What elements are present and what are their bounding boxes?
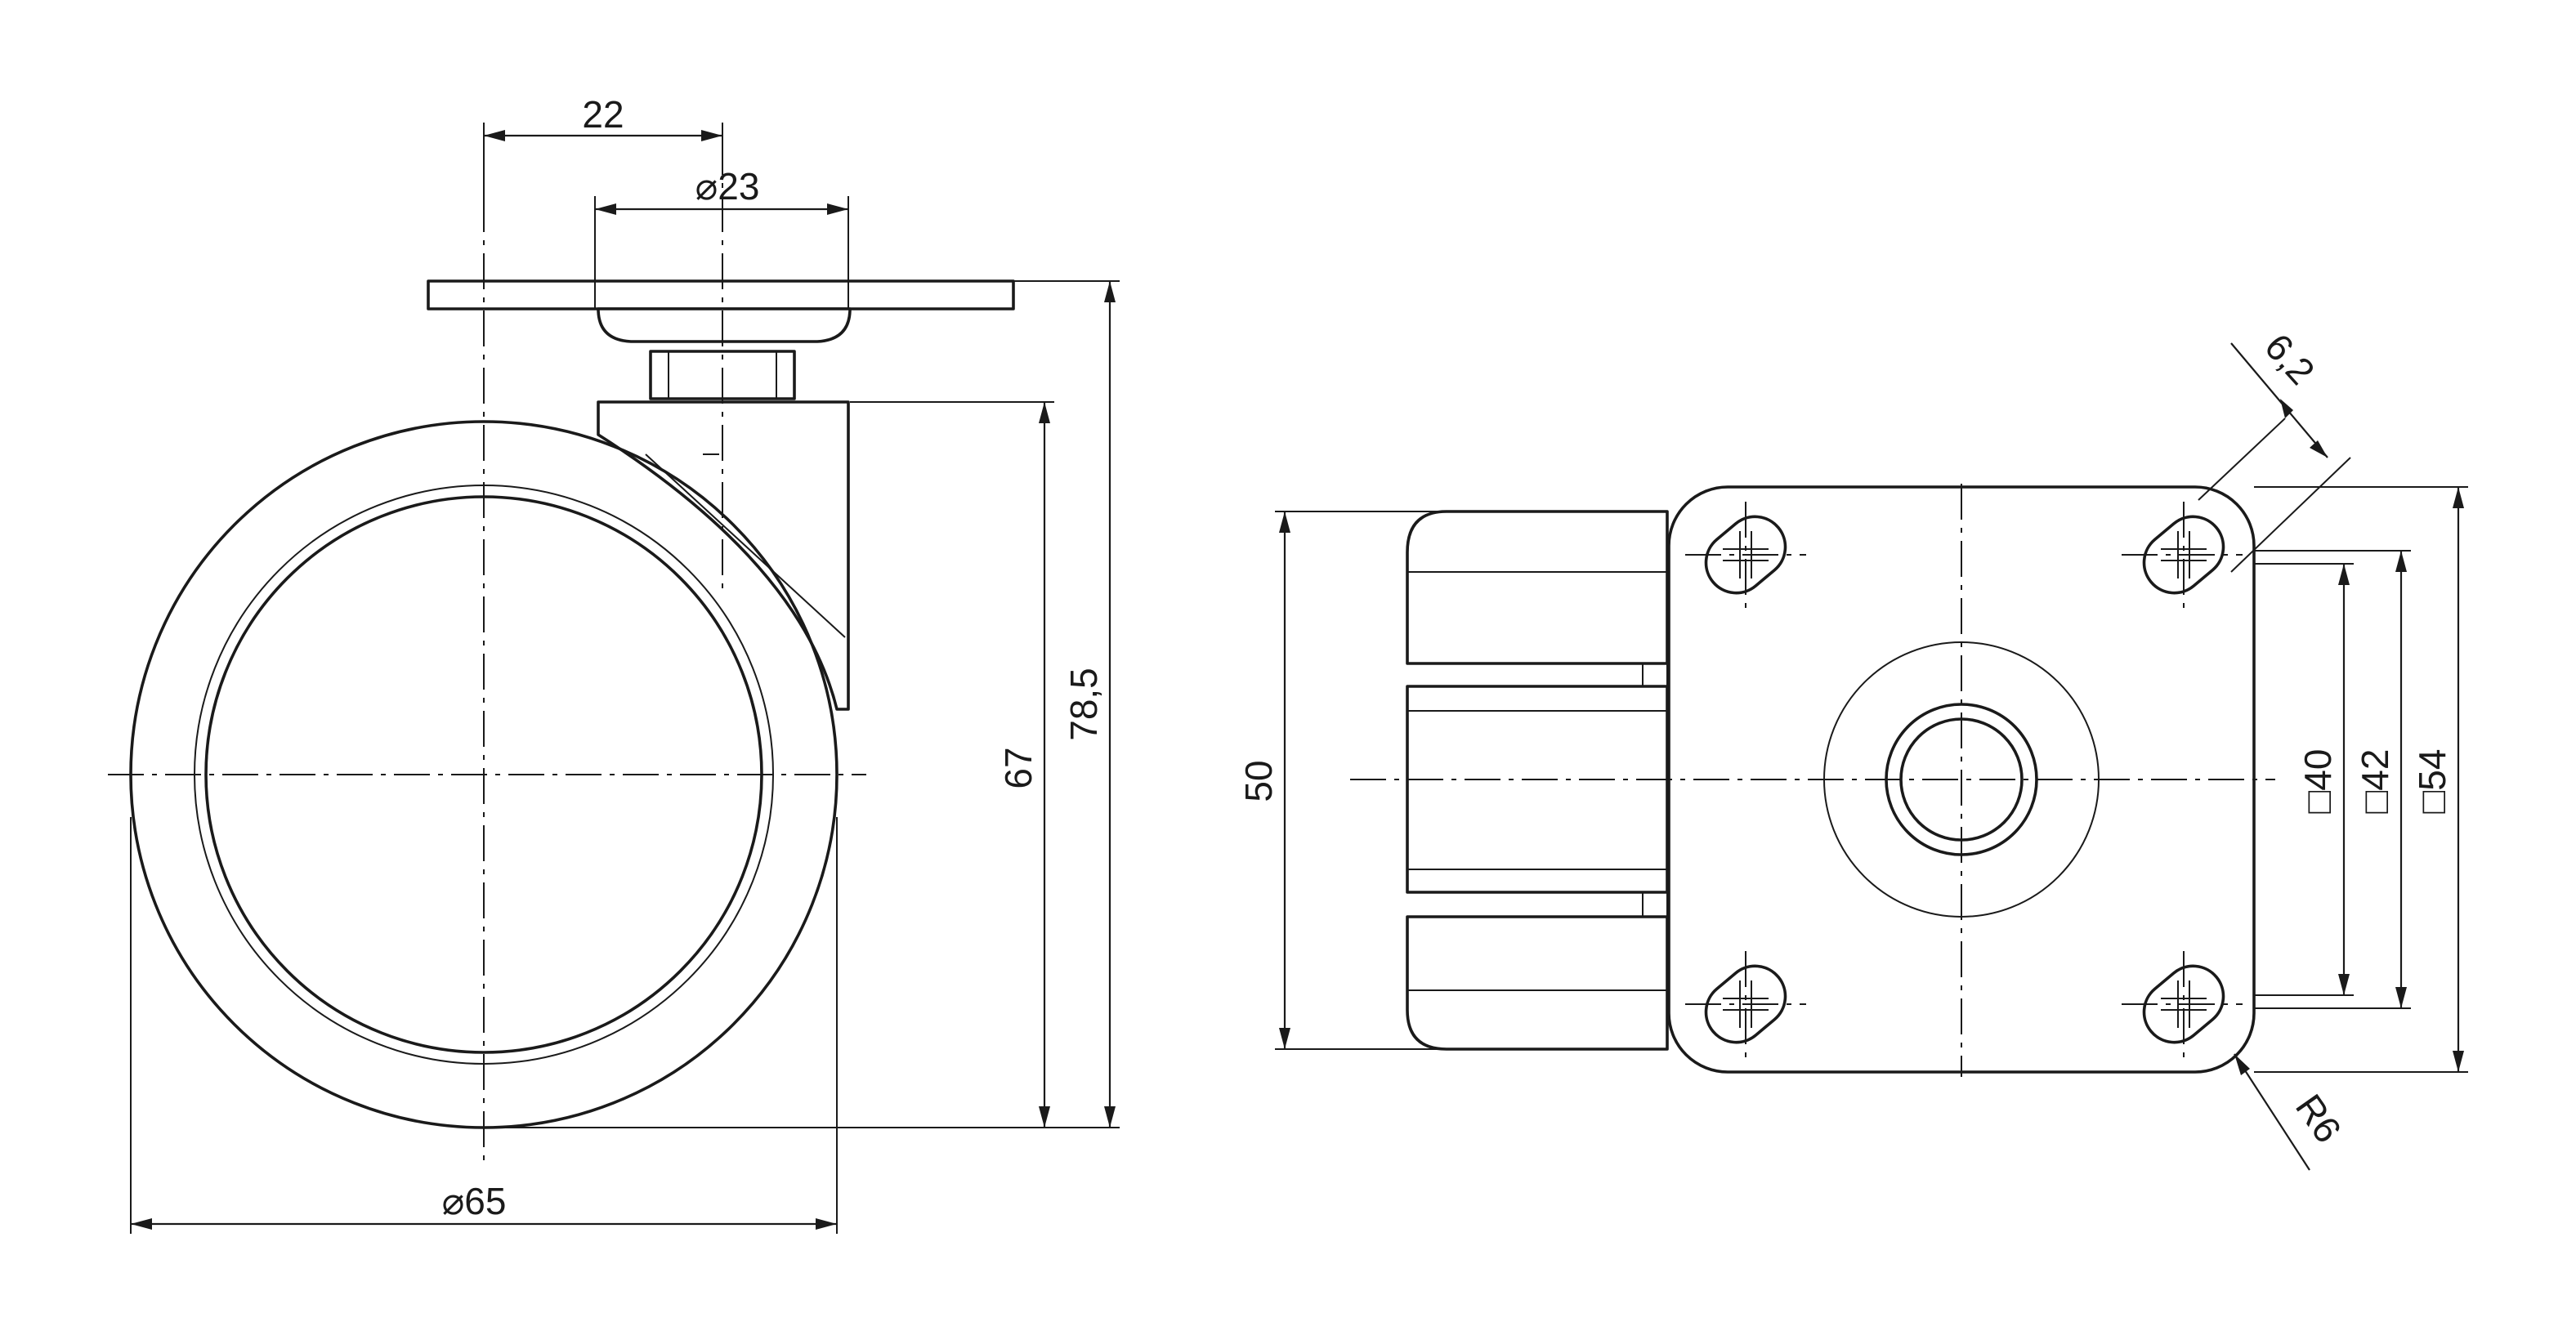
dim-label-67: 67 — [997, 747, 1040, 788]
axle-spacer-top — [1642, 663, 1668, 687]
fork-edge-line — [645, 453, 846, 638]
wheel-segment-bottom — [1406, 915, 1669, 1051]
axle-spacer-bottom — [1642, 891, 1668, 918]
fork-bracket — [597, 400, 850, 711]
bearing-housing — [597, 307, 852, 343]
ext-62-a — [2198, 418, 2286, 501]
dim-label-40: □40 — [2296, 749, 2339, 814]
swivel-head — [427, 279, 1015, 400]
top-plate — [427, 279, 1015, 310]
top-view: 50 □40 □42 □54 6,2 R6 — [1237, 325, 2468, 1171]
dim-label-22: 22 — [582, 93, 624, 136]
mounting-hole-br — [2142, 964, 2225, 1044]
wheel-segment-top — [1406, 510, 1669, 665]
ext-62-b — [2230, 457, 2351, 573]
dim-label-54: □54 — [2411, 749, 2453, 814]
dim-label-65: ⌀65 — [442, 1180, 507, 1222]
dim-label-50: 50 — [1237, 760, 1280, 802]
wheel-segment-middle — [1406, 685, 1669, 894]
dim-label-23: ⌀23 — [695, 165, 760, 208]
side-view: 22 ⌀23 67 78,5 ⌀65 — [108, 93, 1120, 1234]
dim-label-r6: R6 — [2288, 1087, 2350, 1150]
wheel-segments — [1406, 510, 1669, 1051]
dim-label-785: 78,5 — [1062, 668, 1105, 741]
dim-line-62 — [2230, 342, 2328, 458]
dim-label-42: □42 — [2354, 749, 2396, 814]
dim-label-62: 6,2 — [2256, 325, 2323, 392]
leader-r6-arrow — [2234, 1054, 2250, 1075]
dim-arrows-62 — [2280, 399, 2328, 458]
leader-r6 — [2234, 1053, 2310, 1171]
